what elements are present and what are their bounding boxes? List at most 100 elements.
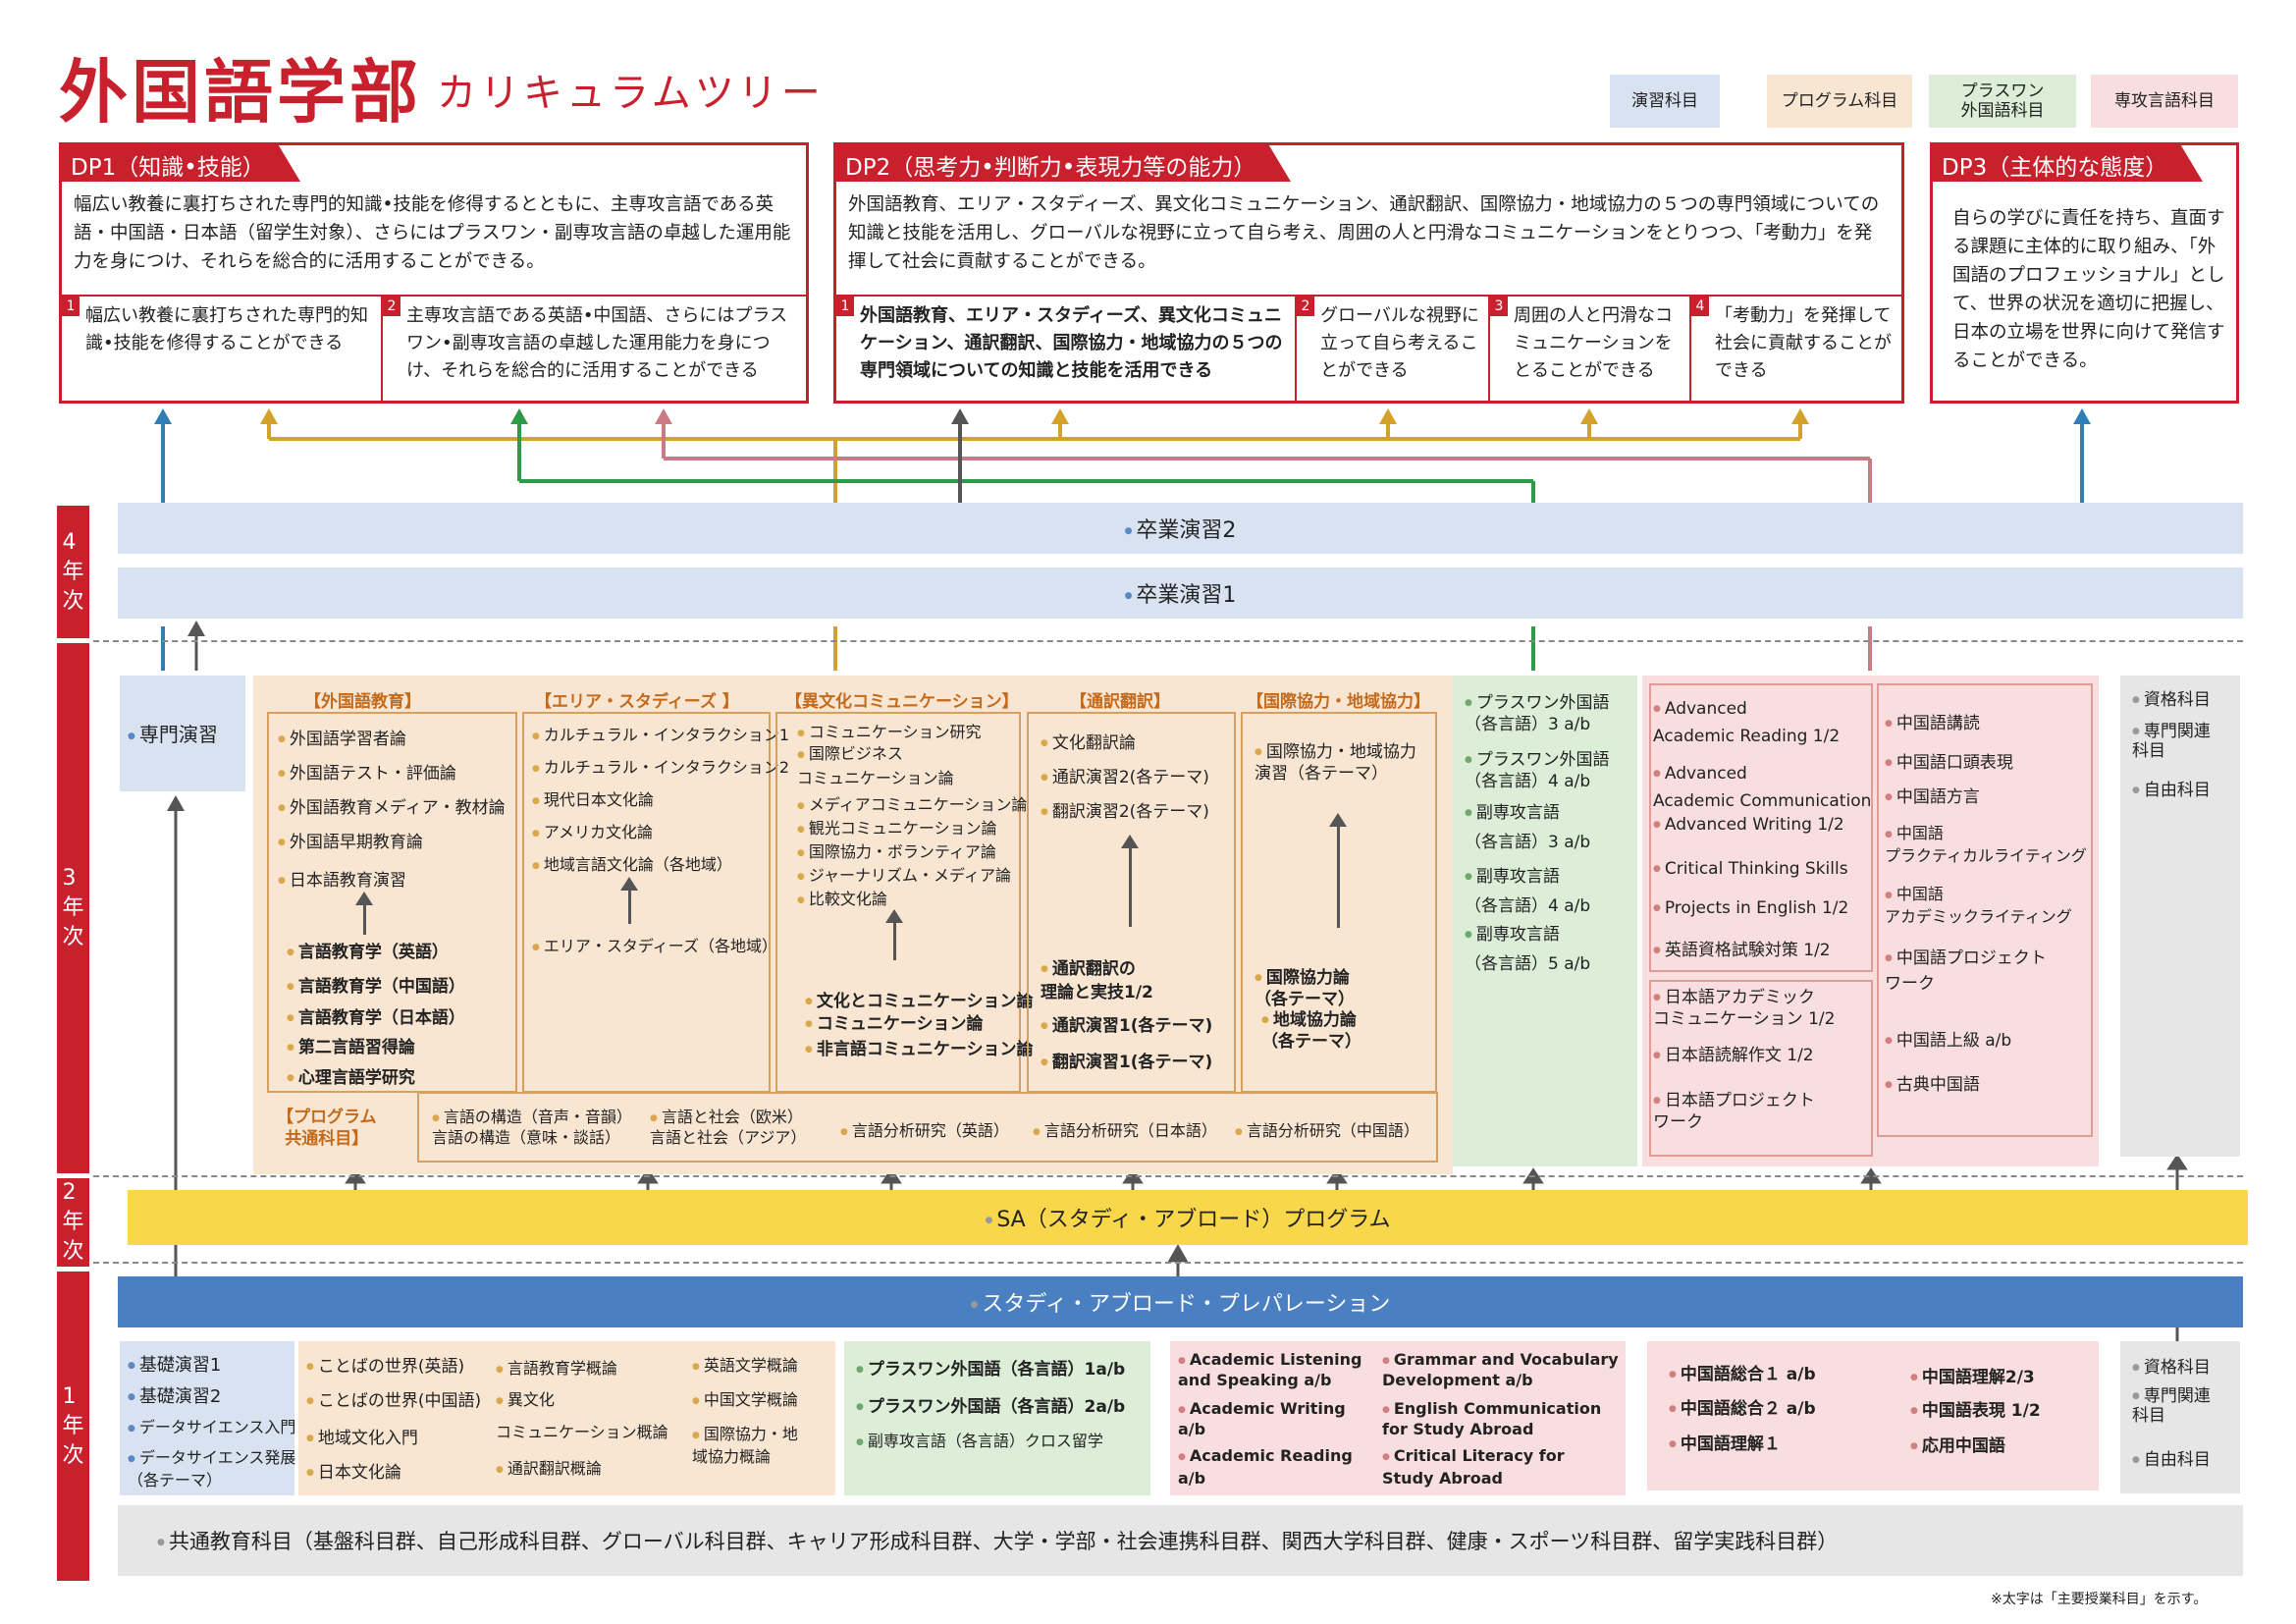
course: 資格科目 <box>2132 1353 2211 1378</box>
course: コミュニケーション研究 <box>797 719 982 742</box>
course: 専門関連 科目 <box>2132 722 2211 761</box>
course: Grammar and Vocabulary Development a/b <box>1382 1350 1619 1390</box>
course: Projects in English 1/2 <box>1653 898 1848 918</box>
course: プラスワン外国語 （各言語）4 a/b <box>1465 749 1610 792</box>
ibunka-header: 【異文化コミュニケーション】 <box>785 692 1019 712</box>
course: 言語教育学（中国語） <box>287 972 465 997</box>
course: 副専攻言語 （各言語）4 a/b <box>1465 862 1590 921</box>
course: 通訳翻訳概論 <box>496 1455 602 1479</box>
course: Advanced Academic Reading 1/2 <box>1653 695 1840 750</box>
course: プラスワン外国語 （各言語）3 a/b <box>1465 692 1610 735</box>
course: ジャーナリズム・メディア論 <box>797 862 1011 886</box>
course: 中国語方言 <box>1885 783 1980 807</box>
course: 非言語コミュニケーション論 <box>805 1035 1034 1059</box>
course: 第二言語習得論 <box>287 1033 415 1057</box>
course: データサイエンス入門 <box>128 1414 296 1437</box>
course: カルチュラル・インタラクション2 <box>532 754 789 778</box>
gaikokugo-header: 【外国語教育】 <box>304 692 421 712</box>
dp1-sub-1: 1 幅広い教養に裏打ちされた専門的知識•技能を修得することができる <box>62 295 381 401</box>
graduation-seminar-1: 卒業演習1 <box>118 568 2243 619</box>
course: ことばの世界(英語) <box>306 1352 464 1377</box>
course: 日本文化論 <box>306 1458 401 1483</box>
dp3-description: 自らの学びに責任を持ち、直面する課題に主体的に取り組み、「外国語のプロフェッショ… <box>1952 208 2225 371</box>
japanese-box <box>1649 980 1873 1157</box>
year-2-label: 2 年 次 <box>57 1178 89 1267</box>
tsuyaku-header: 【通訳翻訳】 <box>1070 692 1170 712</box>
course: カルチュラル・インタラクション1 <box>532 722 789 745</box>
course: Academic Reading a/b <box>1178 1445 1353 1489</box>
course: 自由科目 <box>2132 1445 2211 1470</box>
course: 日本語教育演習 <box>278 866 406 891</box>
course: 文化翻訳論 <box>1041 729 1136 753</box>
course: 言語分析研究（日本語） <box>1033 1117 1217 1141</box>
course: 心理言語学研究 <box>287 1063 415 1088</box>
course: 国際協力・ボランティア論 <box>797 839 996 862</box>
common-education-band: 共通教育科目（基盤科目群、自己形成科目群、グローバル科目群、キャリア形成科目群、… <box>118 1505 2243 1576</box>
course: Academic Listening and Speaking a/b <box>1178 1350 1362 1390</box>
course: 国際協力・地 域協力概論 <box>692 1424 798 1468</box>
dp1-tab: DP1（知識•技能） <box>59 142 300 182</box>
legend-practice: 演習科目 <box>1610 75 1720 128</box>
dp1-box: DP1（知識•技能） 幅広い教養に裏打ちされた専門的知識•技能を修得するとともに… <box>59 142 809 404</box>
footnote: ※太字は「主要授業科目」を示す。 <box>1991 1592 2208 1607</box>
program-common-box <box>417 1092 1438 1163</box>
course: 日本語アカデミック コミュニケーション 1/2 <box>1653 987 1835 1030</box>
year-1-label: 1 年 次 <box>57 1272 89 1581</box>
area-header: 【エリア・スタディーズ 】 <box>535 692 739 712</box>
year-4-label: 4 年 次 <box>57 506 89 638</box>
course: 言語の構造（音声・音韻） 言語の構造（意味・談話） <box>432 1108 632 1148</box>
sa-program-band: SA（スタディ・アブロード）プログラム <box>128 1190 2248 1245</box>
course: 副専攻言語（各言語）クロス留学 <box>856 1428 1103 1451</box>
course: 観光コミュニケーション論 <box>797 815 997 839</box>
course: 国際協力・地域協力 演習（各テーマ） <box>1255 741 1416 785</box>
course: 外国語早期教育論 <box>278 828 423 852</box>
course: 英語資格試験対策 1/2 <box>1653 936 1831 960</box>
dp3-box: DP3（主体的な態度） 自らの学びに責任を持ち、直面する課題に主体的に取り組み、… <box>1930 142 2239 404</box>
dp1-sub-2: 2 主専攻言語である英語•中国語、さらにはプラスワン•副専攻言語の卓越した運用能… <box>381 295 806 401</box>
course: 現代日本文化論 <box>532 786 654 810</box>
course: 中国語理解１ <box>1669 1430 1781 1454</box>
course: 言語教育学（英語） <box>287 938 449 962</box>
dp2-sub-3: 3 周囲の人と円滑なコミュニケーションをとることができる <box>1488 295 1689 401</box>
dp2-sub-1: 1 外国語教育、エリア・スタディーズ、異文化コミュニケーション、通訳翻訳、国際協… <box>836 295 1295 401</box>
legend-program: プログラム科目 <box>1767 75 1912 128</box>
program-common-label: 【プログラム 共通科目】 <box>277 1108 377 1149</box>
course: 英語文学概論 <box>692 1352 798 1376</box>
course: 異文化 コミュニケーション概論 <box>496 1384 668 1448</box>
course: データサイエンス発展 （各テーマ） <box>128 1447 295 1491</box>
course: メディアコミュニケーション論 <box>797 791 1028 815</box>
course: コミュニケーション論 <box>805 1009 984 1034</box>
course: 日本語読解作文 1/2 <box>1653 1041 1814 1065</box>
kokusai-header: 【国際協力・地域協力】 <box>1247 692 1430 712</box>
course: 古典中国語 <box>1885 1070 1980 1095</box>
course: 中国語上級 a/b <box>1885 1026 2011 1051</box>
course: 国際協力論 （各テーマ） <box>1255 967 1355 1010</box>
course: 通訳演習1(各テーマ) <box>1041 1011 1212 1036</box>
dp3-tab: DP3（主体的な態度） <box>1930 142 2204 182</box>
course: アメリカ文化論 <box>532 819 653 842</box>
course: 言語分析研究（中国語） <box>1235 1117 1419 1141</box>
course: 国際ビジネス コミュニケーション論 <box>797 742 954 790</box>
course: English Communication for Study Abroad <box>1382 1399 1601 1439</box>
course: Critical Literacy for Study Abroad <box>1382 1445 1565 1489</box>
course: プラスワン外国語（各言語）1a/b <box>856 1355 1125 1380</box>
separator <box>93 640 2243 642</box>
course: 言語教育学（日本語） <box>287 1003 465 1028</box>
course: 外国語学習者論 <box>278 725 406 749</box>
course: Advanced Academic Communication <box>1653 760 1871 815</box>
course: 中国語表現 1/2 <box>1910 1396 2041 1421</box>
course: 中国語総合１ a/b <box>1669 1360 1816 1384</box>
course: 応用中国語 <box>1910 1432 2005 1456</box>
up-arrow <box>355 892 373 935</box>
dp2-description: 外国語教育、エリア・スタディーズ、異文化コミュニケーション、通訳翻訳、国際協力・… <box>848 194 1880 272</box>
dp1-description: 幅広い教養に裏打ちされた専門的知識•技能を修得するとともに、主専攻言語である英語… <box>74 194 791 272</box>
english-box <box>1649 683 1873 972</box>
course: 日本語プロジェクト ワーク <box>1653 1090 1815 1133</box>
course: 副専攻言語 （各言語）5 a/b <box>1465 920 1590 979</box>
course: エリア・スタディーズ（各地域） <box>532 933 777 956</box>
gaikokugo-box <box>267 712 517 1093</box>
course: 比較文化論 <box>797 886 887 909</box>
separator <box>93 1175 2243 1177</box>
course: 中国文学概論 <box>692 1386 798 1410</box>
up-arrow <box>620 877 638 924</box>
